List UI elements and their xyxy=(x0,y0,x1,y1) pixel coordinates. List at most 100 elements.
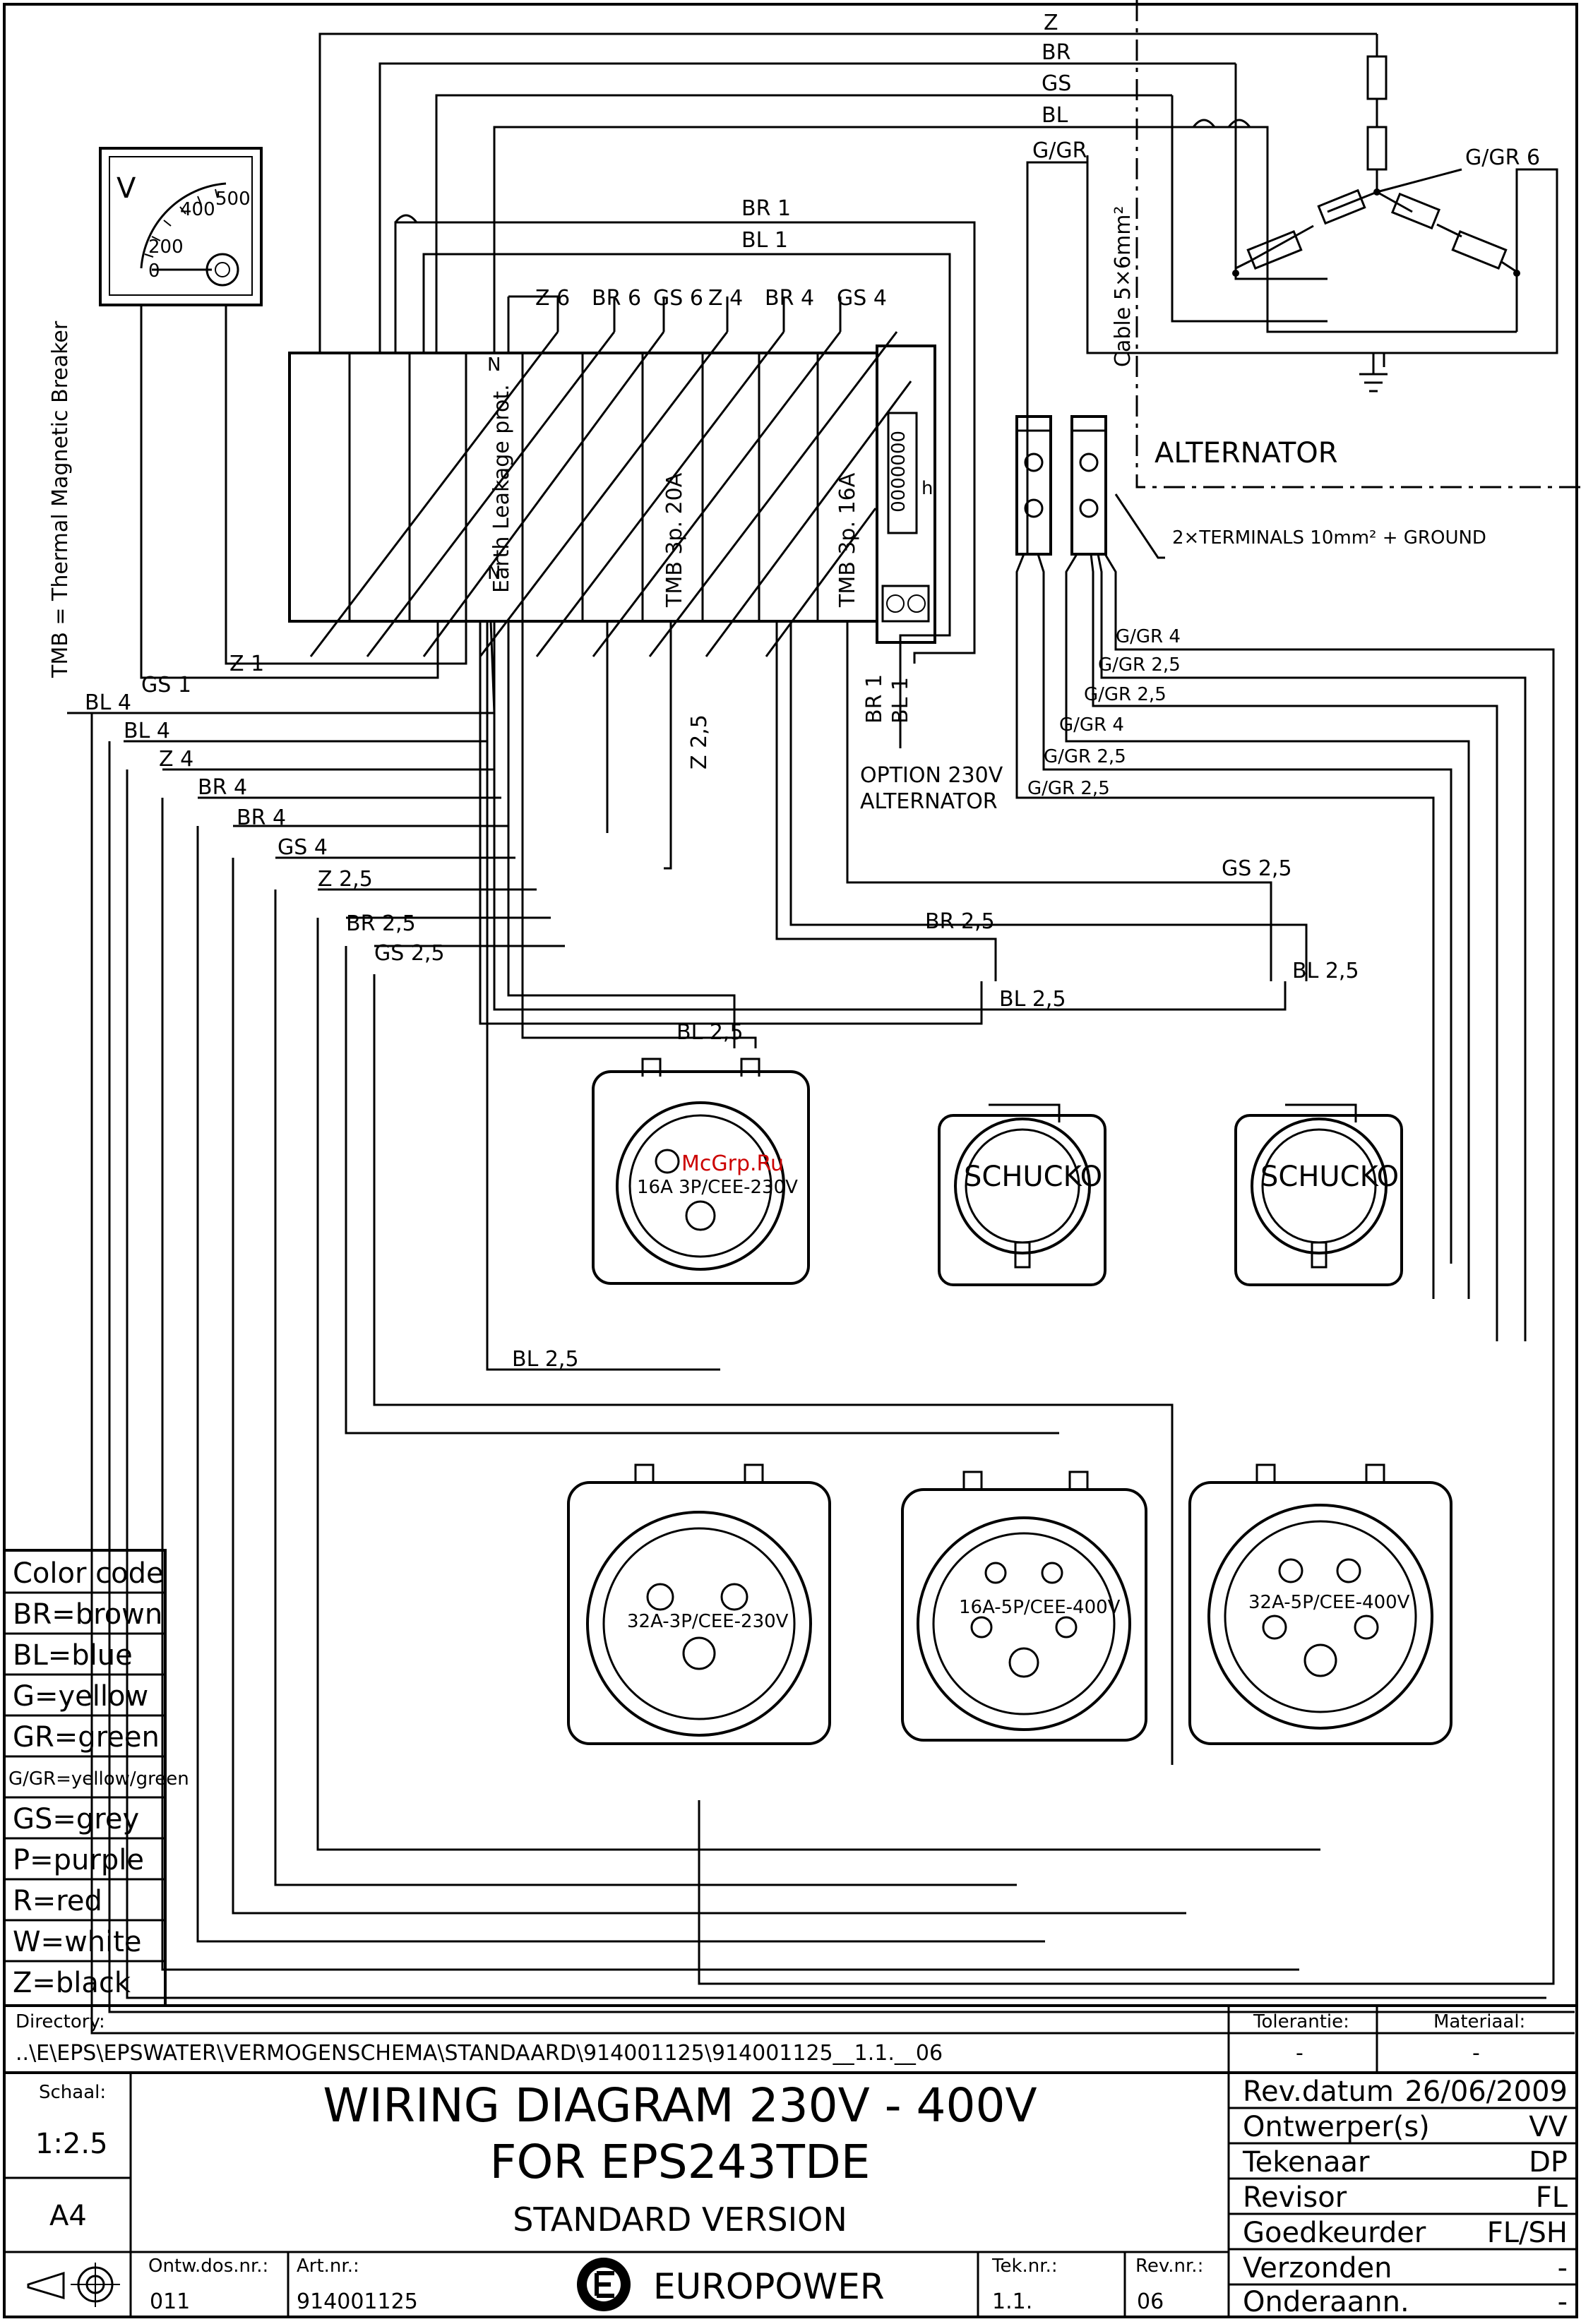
art-value: 914001125 xyxy=(297,2289,418,2314)
cable-label: Cable 5×6mm² xyxy=(1111,206,1135,368)
block-label-gs6: GS 6 xyxy=(653,286,703,311)
wire-label-br25: BR 2,5 xyxy=(346,911,416,936)
brand-name: EUROPOWER xyxy=(653,2266,885,2307)
terminals-label: 2×TERMINALS 10mm² + GROUND xyxy=(1172,527,1486,549)
drawing-version: STANDARD VERSION xyxy=(513,2200,847,2239)
top-wire-bus: Z BR GS BL G/GR G/GR 6 xyxy=(318,11,1558,554)
wire-label-z4: Z 4 xyxy=(159,747,193,772)
color-code-item: G=yellow xyxy=(13,1680,148,1713)
voltmeter-tick-0: 0 xyxy=(148,260,160,282)
format-value: A4 xyxy=(49,2200,87,2232)
onderaann-value: - xyxy=(1558,2286,1568,2318)
wire-label-gs4: GS 4 xyxy=(278,835,328,860)
left-wire-harness: GS 1 Z 1 BL 4 BL 4 Z 4 BR 4 BR 4 GS 4 Z … xyxy=(67,621,1575,2035)
tolerantie-label: Tolerantie: xyxy=(1253,2011,1349,2032)
title-block: Directory: ..\E\EPS\EPSWATER\VERMOGENSCH… xyxy=(4,2004,1577,2318)
revisor-value: FL xyxy=(1536,2181,1568,2214)
tmb-definition: TMB = Thermal Magnetic Breaker xyxy=(48,321,73,678)
directory-path: ..\E\EPS\EPSWATER\VERMOGENSCHEMA\STANDAA… xyxy=(16,2041,943,2066)
schaal-label: Schaal: xyxy=(39,2082,106,2103)
schuko1-label: SCHUCKO xyxy=(964,1161,1102,1193)
wire-label-gs: GS xyxy=(1042,71,1071,96)
option-label-line2: ALTERNATOR xyxy=(860,789,998,814)
wire-label-gs25: GS 2,5 xyxy=(374,941,445,966)
socket5-label: 16A-5P/CEE-400V xyxy=(959,1597,1121,1618)
ontw-value: 011 xyxy=(150,2289,190,2314)
wire-label-br1: BR 1 xyxy=(741,196,791,221)
wire-label-z1: Z 1 xyxy=(229,652,264,676)
wire-label-bl25-d: BL 2,5 xyxy=(512,1347,579,1372)
drawing-title: WIRING DIAGRAM 230V - 400V xyxy=(323,2078,1037,2133)
terminals: 2×TERMINALS 10mm² + GROUND G/GR 4 G/GR 2… xyxy=(698,415,1555,1985)
sheet-border xyxy=(3,3,1578,2318)
socket6-label: 32A-5P/CEE-400V xyxy=(1248,1592,1410,1613)
tmb16-label: TMB 3p. 16A xyxy=(835,472,860,608)
color-code-title: Color code xyxy=(13,1557,164,1590)
color-code-item: BL=blue xyxy=(13,1639,133,1672)
alternator-label: ALTERNATOR xyxy=(1155,437,1338,469)
drawing-subtitle: FOR EPS243TDE xyxy=(490,2135,871,2189)
socket-32a-5p: 32A-5P/CEE-400V xyxy=(1188,1463,1452,1745)
wire-label-ggr: G/GR xyxy=(1032,138,1087,163)
color-code-item: BR=brown xyxy=(13,1598,162,1631)
voltmeter-tick-200: 200 xyxy=(148,236,184,258)
verzonden-label: Verzonden xyxy=(1243,2252,1392,2284)
block-label-br6: BR 6 xyxy=(592,286,641,311)
wire-label-bl: BL xyxy=(1042,103,1068,128)
option-label-line1: OPTION 230V xyxy=(860,763,1003,788)
breaker-block: 0000000 h Z 6 BR 6 GS 6 Z 4 BR 4 GS 4 Ea… xyxy=(288,196,1003,814)
block-label-z6: Z 6 xyxy=(535,286,570,311)
wire-label-ggr25-a: G/GR 2,5 xyxy=(1098,654,1181,676)
wire-label-bl25-a: BL 2,5 xyxy=(1292,959,1359,983)
schuko-socket-1: SCHUCKO xyxy=(938,1103,1106,1286)
goedkeurder-value: FL/SH xyxy=(1487,2217,1568,2249)
wire-label-z25-vertical: Z 2,5 xyxy=(687,714,712,769)
n-bottom-label: N xyxy=(487,563,501,584)
rev-label: Rev.nr.: xyxy=(1135,2256,1203,2277)
rev-value: 06 xyxy=(1137,2289,1164,2314)
tek-value: 1.1. xyxy=(992,2289,1032,2314)
directory-label: Directory: xyxy=(16,2011,105,2032)
wire-label-ggr25-d: G/GR 2,5 xyxy=(1027,778,1110,799)
alternator-windings xyxy=(1232,34,1520,393)
rev-datum-value: 26/06/2009 xyxy=(1404,2076,1568,2108)
schaal-value: 1:2.5 xyxy=(35,2128,108,2160)
color-code-item: G/GR=yellow/green xyxy=(8,1768,189,1790)
onderaann-label: Onderaann. xyxy=(1243,2286,1409,2318)
wire-label-gs25-right: GS 2,5 xyxy=(1222,856,1292,881)
socket1-label: 16A 3P/CEE-230V xyxy=(637,1177,798,1198)
hour-counter-unit: h xyxy=(921,478,933,499)
watermark: McGrp.Ru xyxy=(681,1151,784,1176)
wire-label-ggr25-b: G/GR 2,5 xyxy=(1084,684,1167,705)
voltmeter-unit: V xyxy=(117,172,136,205)
wire-label-bl1-vertical: BL 1 xyxy=(888,677,913,724)
wire-label-br4-b: BR 4 xyxy=(237,805,286,830)
wire-label-bl4-a: BL 4 xyxy=(85,690,131,715)
projection-symbol-icon xyxy=(27,2263,120,2307)
wire-label-br4-a: BR 4 xyxy=(198,775,247,800)
europower-logo-icon xyxy=(577,2258,631,2311)
hour-counter-digits: 0000000 xyxy=(886,431,907,513)
verzonden-value: - xyxy=(1558,2252,1568,2284)
wire-label-gs1: GS 1 xyxy=(141,673,191,697)
earth-leakage-label: Earth Leakage prot. xyxy=(489,384,514,593)
socket-16a-3p: 16A 3P/CEE-230V xyxy=(592,1058,810,1285)
socket-16a-5p: 16A-5P/CEE-400V xyxy=(901,1471,1147,1742)
wire-label-bl1: BL 1 xyxy=(741,228,788,253)
voltmeter-tick-500: 500 xyxy=(215,188,251,210)
tek-label: Tek.nr.: xyxy=(991,2256,1058,2277)
ontwerper-value: VV xyxy=(1529,2111,1568,2143)
wire-label-br25-right: BR 2,5 xyxy=(925,909,995,934)
wire-label-z: Z xyxy=(1044,11,1058,35)
color-code-item: GS=grey xyxy=(13,1803,139,1835)
wire-label-ggr6: G/GR 6 xyxy=(1465,145,1540,170)
wire-label-bl25-b: BL 2,5 xyxy=(999,987,1066,1012)
block-label-gs4: GS 4 xyxy=(837,286,887,311)
ontw-label: Ontw.dos.nr.: xyxy=(148,2256,268,2277)
block-label-z4: Z 4 xyxy=(708,286,743,311)
color-code-item: P=purple xyxy=(13,1844,144,1876)
color-code-table: Color code BR=brown BL=blue G=yellow GR=… xyxy=(3,1549,189,2007)
materiaal-value: - xyxy=(1472,2041,1480,2066)
